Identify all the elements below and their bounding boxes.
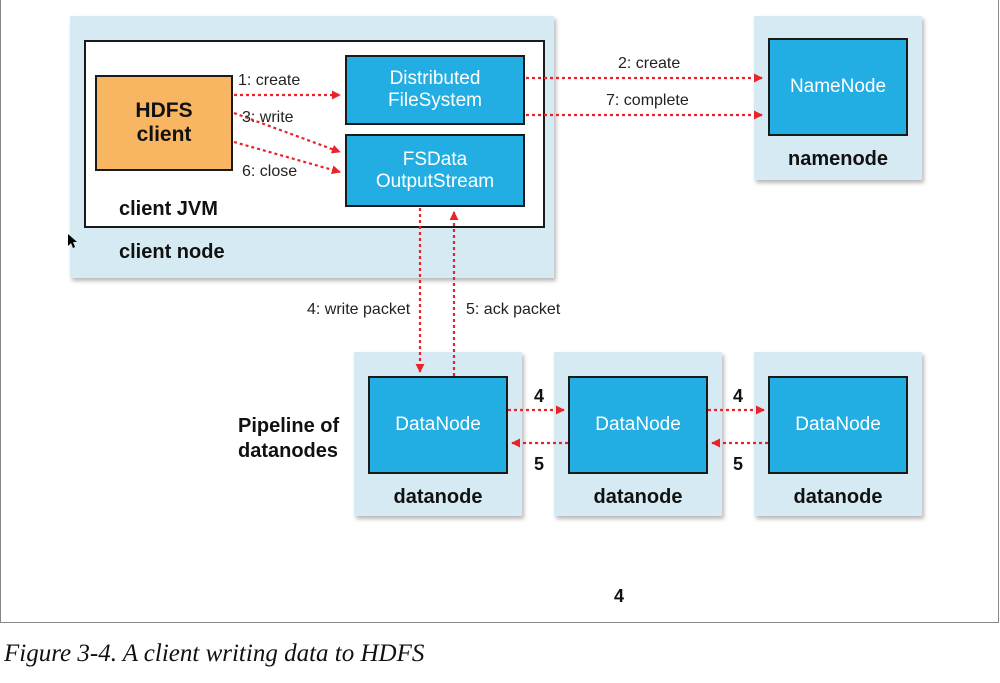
client-jvm-label: client JVM <box>119 198 218 220</box>
step-7-label: 7: complete <box>606 92 689 109</box>
datanode-label-2: datanode <box>593 486 683 508</box>
page-number: 4 <box>614 586 625 606</box>
pipe-back-1: 5 <box>534 454 545 474</box>
hdfs-client-box: HDFS client <box>95 75 233 171</box>
datanode-box-1: DataNode <box>368 376 508 474</box>
pipe-forward-1: 4 <box>534 386 545 406</box>
datanode-label-3: datanode <box>793 486 883 508</box>
datanode-label-1: datanode <box>393 486 483 508</box>
fsdata-outputstream-box: FSData OutputStream <box>345 134 525 207</box>
step-6-label: 6: close <box>242 163 298 180</box>
pipe-forward-2: 4 <box>733 386 744 406</box>
client-node-label: client node <box>119 241 225 263</box>
arrow-3-write <box>233 111 341 154</box>
pipe-back-2: 5 <box>733 454 744 474</box>
pipeline-label: Pipeline of datanodes <box>238 415 340 462</box>
figure-caption: Figure 3-4. A client writing data to HDF… <box>4 640 425 667</box>
step-5-label: 5: ack packet <box>466 301 561 318</box>
step-1-label: 1: create <box>238 72 301 89</box>
step-3-label: 3: write <box>242 109 294 126</box>
mouse-cursor-icon <box>68 234 77 248</box>
step-2-label: 2: create <box>618 55 681 72</box>
datanode-box-3: DataNode <box>768 376 908 474</box>
step-4-label: 4: write packet <box>307 301 411 318</box>
namenode-label: namenode <box>787 148 889 170</box>
datanode-box-2: DataNode <box>568 376 708 474</box>
namenode-box: NameNode <box>768 38 908 136</box>
distributed-filesystem-box: Distributed FileSystem <box>345 55 525 125</box>
arrow-6-close <box>233 140 341 175</box>
